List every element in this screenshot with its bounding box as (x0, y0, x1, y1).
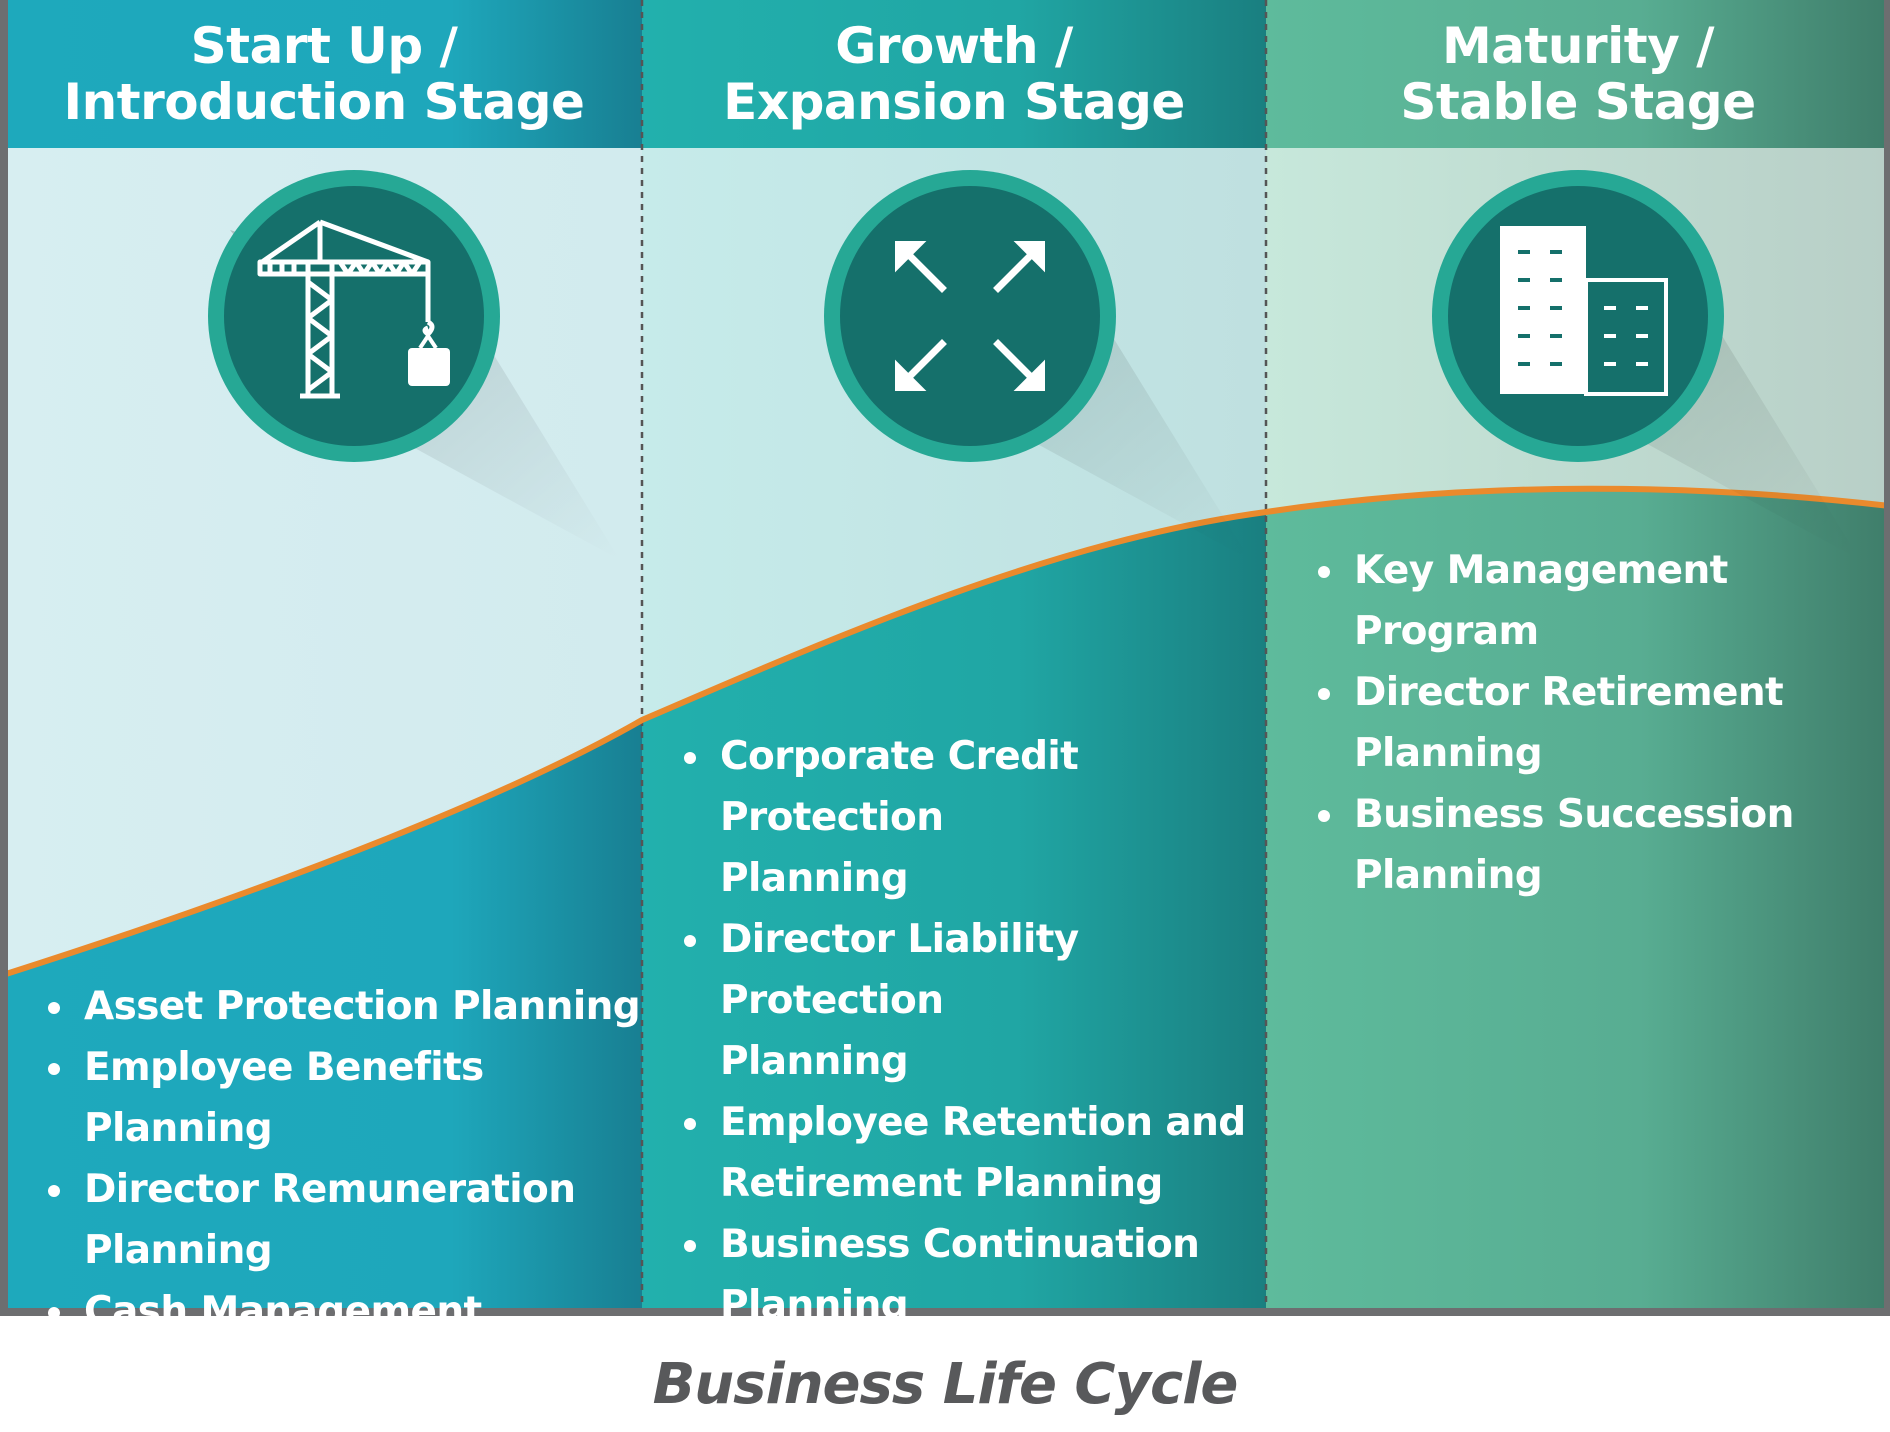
stage-3-title-line2: Stable Stage (1400, 73, 1756, 131)
item-text: Corporate Credit Protection (720, 734, 1079, 840)
expand-arrows-icon (824, 170, 1116, 462)
list-item: Asset Protection Planning (46, 976, 642, 1037)
stage-1-dark-area (6, 720, 642, 1310)
stage-1-header-bg (6, 0, 642, 148)
crane-icon (208, 170, 500, 462)
item-text-cont: Planning (720, 1039, 909, 1084)
stage-2-dark-area (642, 512, 1266, 1310)
item-text: Director Liability Protection (720, 917, 1079, 1023)
diagram-border (0, 0, 1890, 1316)
stage-1-title-line1: Start Up / (190, 17, 458, 75)
item-text-cont: Retirement Planning (720, 1161, 1163, 1206)
item-text-cont: Planning (84, 1228, 273, 1273)
item-text: Business Succession (1354, 792, 1794, 837)
item-text: Director Remuneration (84, 1167, 576, 1212)
item-text: Employee Retention and (720, 1100, 1246, 1145)
list-item: Cash Management Planning (46, 1281, 642, 1403)
stage-1-item-list: Asset Protection Planning Employee Benef… (46, 976, 642, 1403)
item-text: Director Retirement (1354, 670, 1784, 715)
stage-3-header: Maturity / Stable Stage (1266, 0, 1890, 148)
item-text: Employee Benefits Planning (84, 1045, 484, 1151)
stage-2-header-bg (642, 0, 1266, 148)
stage-2-header: Growth / Expansion Stage (642, 0, 1266, 148)
item-text: Cash Management Planning (84, 1289, 482, 1395)
stage-2-title-line1: Growth / (835, 17, 1073, 75)
list-item: Employee Benefits Planning (46, 1037, 642, 1159)
item-text: Key Management Program (1354, 548, 1728, 654)
item-text-cont: Planning (720, 1283, 909, 1328)
item-text-cont: Planning (1354, 731, 1543, 776)
stage-1-header: Start Up / Introduction Stage (6, 0, 642, 148)
diagram-caption: Business Life Cycle (652, 1352, 1239, 1417)
stage-3-header-bg (1266, 0, 1890, 148)
item-text: Business Continuation (720, 1222, 1200, 1267)
item-text-cont: Planning (720, 856, 909, 901)
stage-2-title-line2: Expansion Stage (723, 73, 1185, 131)
growth-curve (5, 485, 1890, 977)
stage-3-item-list: Key Management Program Director Retireme… (1316, 540, 1886, 906)
stage-1-title-line2: Introduction Stage (63, 73, 585, 131)
list-item: Key Management Program (1316, 540, 1886, 662)
stage-3-title-line1: Maturity / (1442, 17, 1714, 75)
buildings-icon (1432, 170, 1724, 462)
item-text: Asset Protection Planning (84, 984, 641, 1029)
item-text-cont: Planning (1354, 853, 1543, 898)
stage-3-dark-area (1266, 488, 1890, 1310)
